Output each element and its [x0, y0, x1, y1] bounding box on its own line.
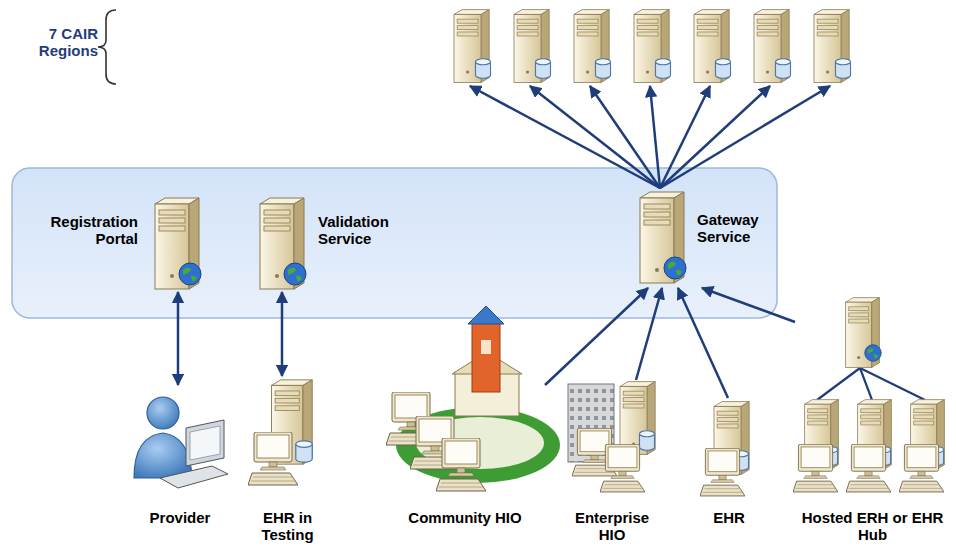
- node-label: EHR: [698, 510, 760, 527]
- node-label: Gateway Service: [697, 212, 769, 246]
- service-band: [12, 168, 777, 318]
- node-label: Provider: [125, 510, 235, 527]
- portal-server: Registration Portal: [20, 192, 210, 292]
- provider-user: Provider: [125, 385, 237, 550]
- connector-arrow: [530, 86, 660, 188]
- provider-icon: [134, 397, 228, 488]
- cair-servers: [454, 10, 851, 83]
- ehr-system: EHR: [698, 398, 762, 550]
- region-group: 7 CAIR Regions: [20, 6, 860, 86]
- connector-arrow: [660, 86, 830, 188]
- community-icon: [386, 306, 560, 491]
- node-label: Community HIO: [400, 510, 530, 527]
- node-label: EHR in Testing: [240, 510, 335, 544]
- node-label: Validation Service: [318, 214, 404, 248]
- connector-arrow: [590, 86, 660, 188]
- node-label: 7 CAIR Regions: [18, 26, 98, 60]
- node-label: Hosted ERH or EHR Hub: [800, 510, 945, 544]
- ehr-testing-icon: [248, 380, 312, 485]
- connector-arrow: [545, 288, 648, 385]
- connector-arrow: [281, 292, 284, 376]
- hosted-icon: [793, 298, 944, 492]
- node-label: Enterprise HIO: [562, 510, 662, 544]
- hosted-hub: Hosted ERH or EHR Hub: [795, 296, 950, 550]
- enterprise-hio: Enterprise HIO: [562, 380, 664, 550]
- gateway-server: Gateway Service: [625, 188, 771, 288]
- connector-arrow: [470, 86, 660, 188]
- bracket: [98, 10, 116, 84]
- service-servers: [155, 192, 686, 289]
- ehr-icon: [700, 402, 749, 496]
- connector-arrow: [678, 288, 728, 398]
- connector-arrow: [660, 86, 770, 188]
- ehr-testing: EHR in Testing: [240, 376, 337, 550]
- validation-server: Validation Service: [245, 192, 406, 292]
- connector-arrow: [650, 86, 660, 188]
- community-hio: Community HIO: [385, 330, 545, 550]
- connector-arrow: [177, 292, 180, 385]
- connector-arrow: [702, 288, 795, 322]
- enterprise-icon: [568, 382, 655, 492]
- connector-arrow: [636, 288, 662, 380]
- node-label: Registration Portal: [22, 214, 138, 248]
